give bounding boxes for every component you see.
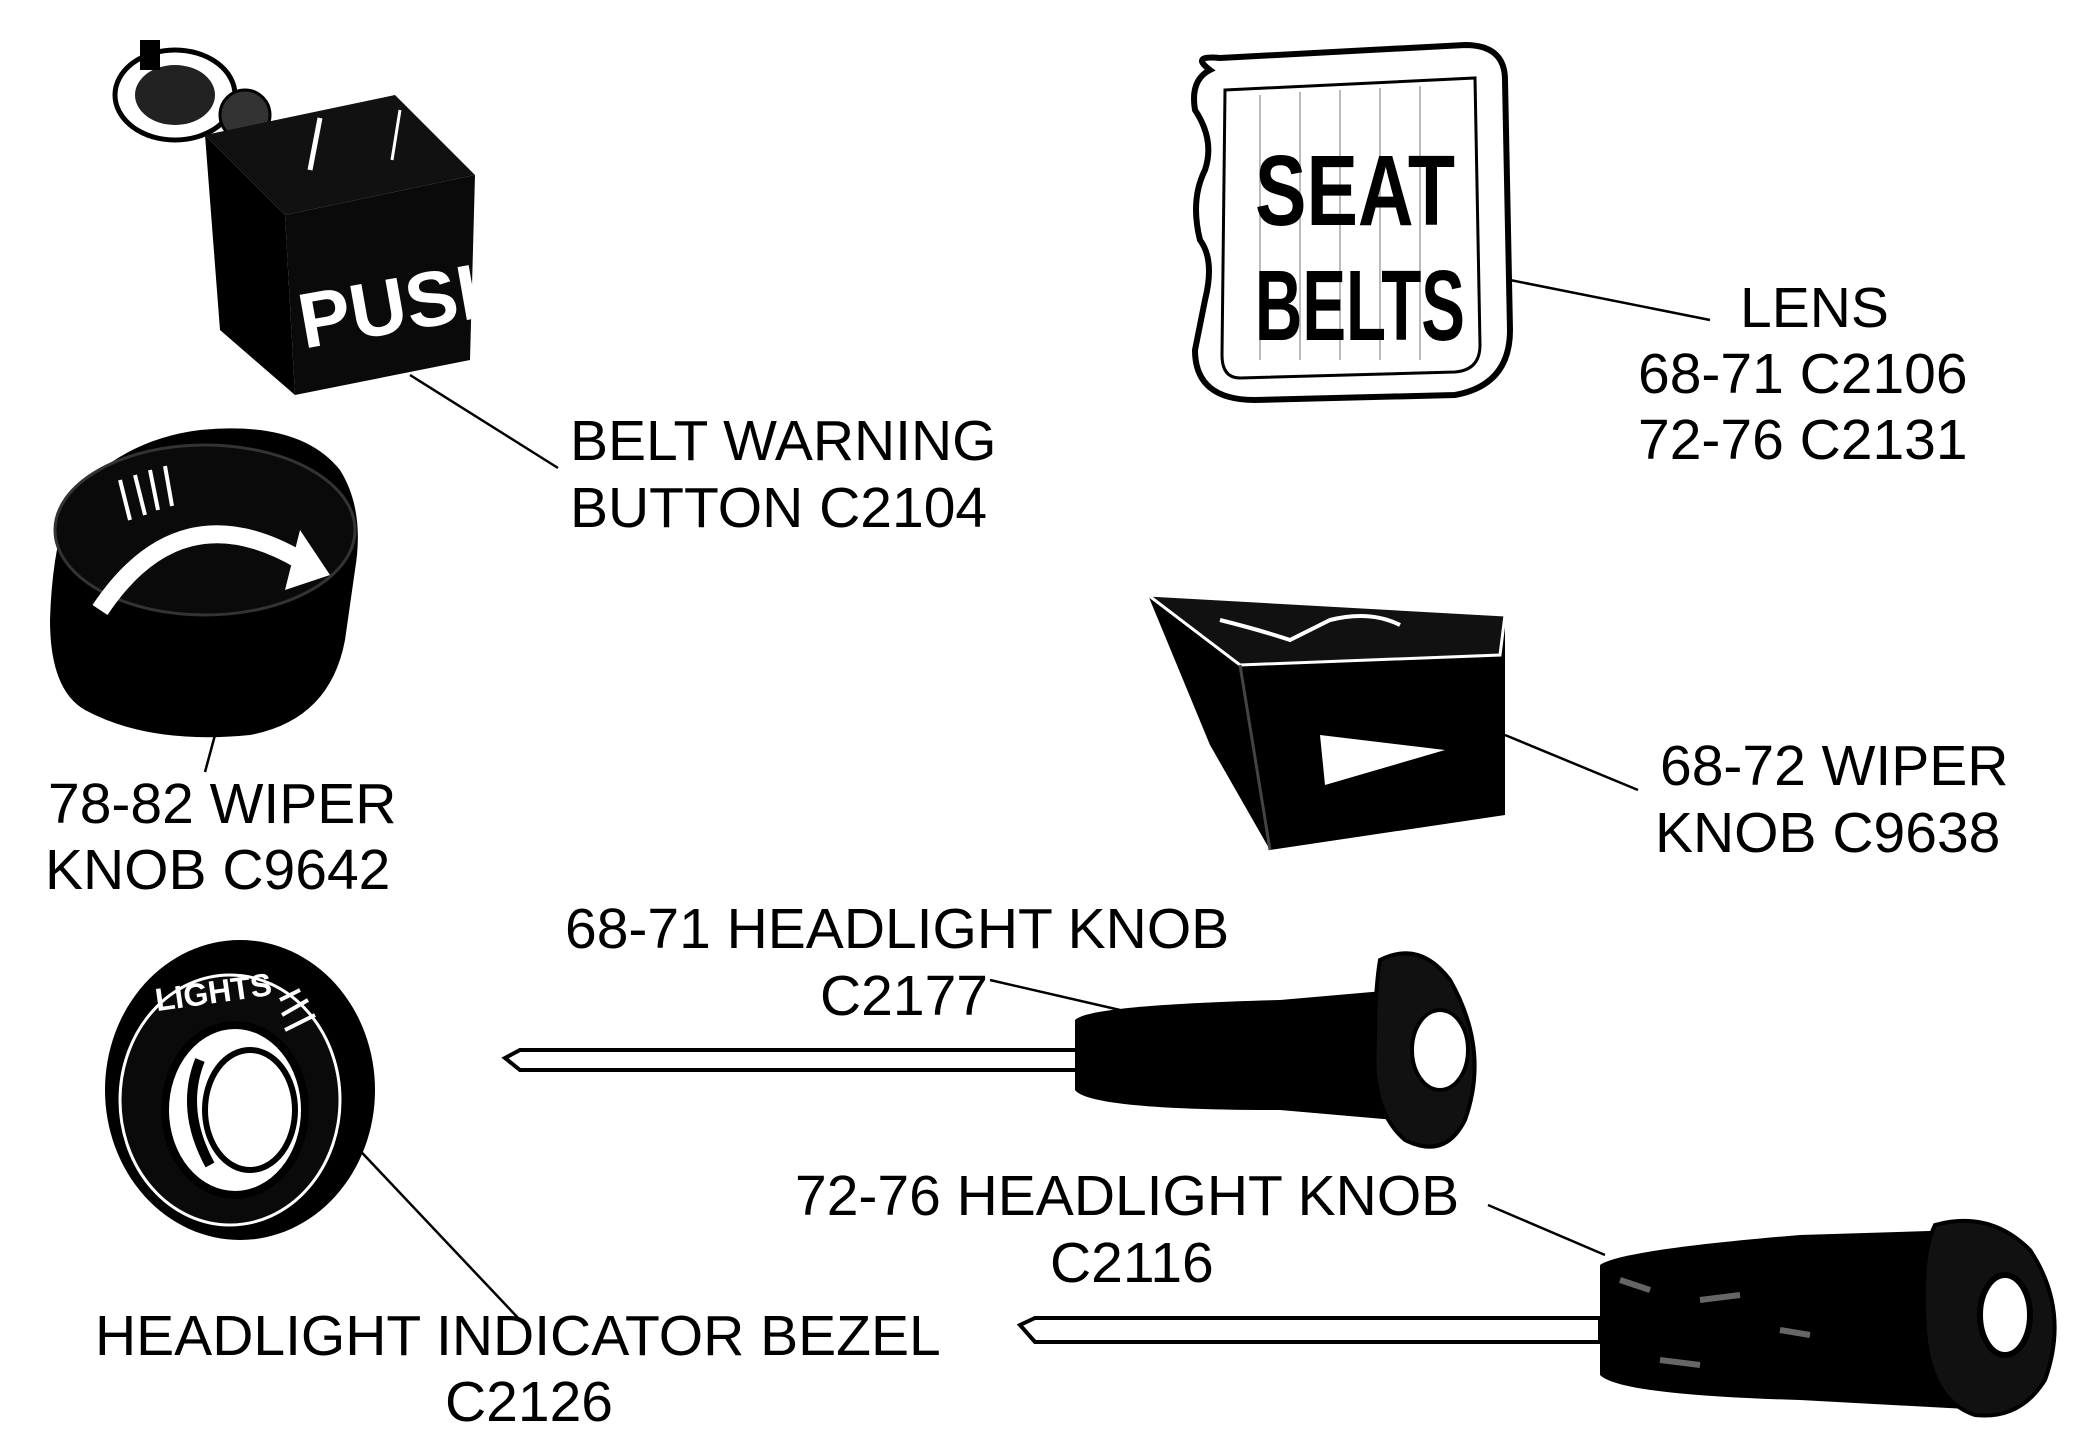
bezel-label-line1: HEADLIGHT INDICATOR BEZEL xyxy=(95,1304,941,1368)
headlight-knob-68-71-illustration xyxy=(501,951,1477,1149)
seat-marking: SEAT xyxy=(1255,135,1455,247)
wiper-78-82-label-line2: KNOB C9642 xyxy=(45,838,390,902)
headlight-68-71-label-line1: 68-71 HEADLIGHT KNOB xyxy=(565,897,1229,961)
lens-label-line1: LENS xyxy=(1740,276,1889,340)
bezel-leader-line xyxy=(349,1139,521,1321)
headlight-bezel-illustration: LIGHTS xyxy=(105,940,375,1240)
headlight-knob-72-76-illustration xyxy=(1016,1218,2057,1418)
lens-label-line2: 68-71 C2106 xyxy=(1638,342,1968,406)
headlight-68-71-leader-line xyxy=(989,978,1121,1012)
wiper-78-82-leader-line xyxy=(203,734,217,773)
wiper-78-82-label-line1: 78-82 WIPER xyxy=(48,772,396,836)
headlight-72-76-leader-line xyxy=(1487,1203,1606,1257)
wiper-68-72-label-line1: 68-72 WIPER xyxy=(1660,734,2008,798)
wiper-knob-78-82-illustration xyxy=(50,428,358,738)
belt-warning-label-line1: BELT WARNING xyxy=(570,409,997,473)
wiper-knob-68-72-illustration xyxy=(1143,593,1507,851)
headlight-72-76-label-line1: 72-76 HEADLIGHT KNOB xyxy=(795,1164,1459,1228)
belts-marking: BELTS xyxy=(1255,250,1465,362)
belt-warning-button-illustration: PUSH xyxy=(112,40,520,395)
belt-warning-leader-line xyxy=(409,373,559,470)
headlight-68-71-label-line2: C2177 xyxy=(820,964,988,1028)
wiper-68-72-leader-line xyxy=(1504,733,1639,792)
belt-warning-label-line2: BUTTON C2104 xyxy=(570,476,987,540)
lens-leader-line xyxy=(1509,278,1711,322)
wiper-68-72-label-line2: KNOB C9638 xyxy=(1655,801,2000,865)
bezel-label-line2: C2126 xyxy=(445,1370,613,1430)
lens-label-line3: 72-76 C2131 xyxy=(1638,408,1968,472)
headlight-72-76-label-line2: C2116 xyxy=(1050,1231,1214,1295)
seat-belts-lens-illustration: SEAT BELTS xyxy=(1191,41,1514,404)
